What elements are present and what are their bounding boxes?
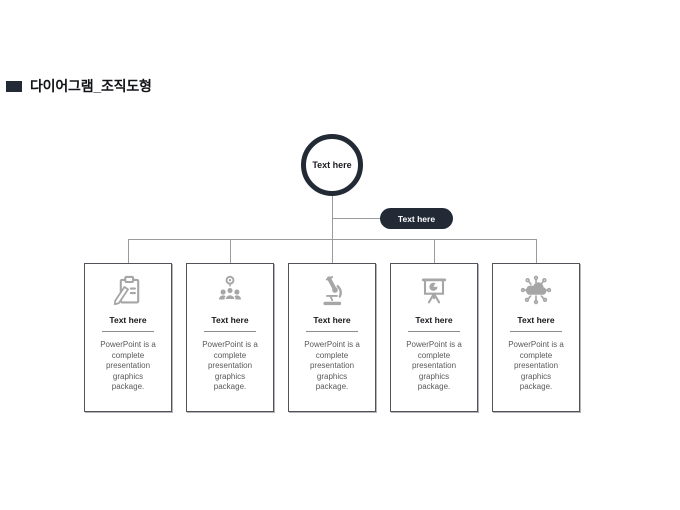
card-title: Text here [517, 315, 555, 325]
root-node[interactable]: Text here [301, 134, 363, 196]
branch-label-pill[interactable]: Text here [380, 208, 453, 229]
team-location-icon [212, 273, 248, 309]
org-card-3[interactable]: Text here PowerPoint is a complete prese… [288, 263, 376, 412]
org-card-2[interactable]: Text here PowerPoint is a complete prese… [186, 263, 274, 412]
slide-title-row: 다이어그램_조직도형 [6, 76, 152, 96]
connector-drop-5 [536, 239, 537, 263]
presentation-chart-icon [416, 273, 452, 309]
title-bullet [6, 80, 22, 92]
card-title: Text here [415, 315, 453, 325]
microscope-icon [314, 273, 350, 309]
org-card-5[interactable]: Text here PowerPoint is a complete prese… [492, 263, 580, 412]
card-divider [204, 331, 256, 332]
connector-drop-4 [434, 239, 435, 263]
card-divider [408, 331, 460, 332]
card-description: PowerPoint is a complete presentation gr… [100, 340, 156, 391]
card-description: PowerPoint is a complete presentation gr… [304, 340, 360, 391]
org-card-4[interactable]: Text here PowerPoint is a complete prese… [390, 263, 478, 412]
card-divider [510, 331, 562, 332]
connector-root-vertical [332, 195, 333, 263]
card-divider [306, 331, 358, 332]
connector-branch-horizontal [332, 218, 380, 219]
card-title: Text here [313, 315, 351, 325]
card-title: Text here [109, 315, 147, 325]
card-description: PowerPoint is a complete presentation gr… [406, 340, 462, 391]
slide-title: 다이어그램_조직도형 [30, 78, 152, 94]
root-node-label: Text here [312, 160, 352, 170]
branch-label: Text here [397, 213, 436, 224]
cloud-network-icon [518, 273, 554, 309]
clipboard-pencil-icon [110, 273, 146, 309]
connector-drop-1 [128, 239, 129, 263]
connector-drop-3 [332, 239, 333, 263]
card-description: PowerPoint is a complete presentation gr… [508, 340, 564, 391]
card-description: PowerPoint is a complete presentation gr… [202, 340, 258, 391]
org-card-1[interactable]: Text here PowerPoint is a complete prese… [84, 263, 172, 412]
card-divider [102, 331, 154, 332]
card-title: Text here [211, 315, 249, 325]
connector-drop-2 [230, 239, 231, 263]
